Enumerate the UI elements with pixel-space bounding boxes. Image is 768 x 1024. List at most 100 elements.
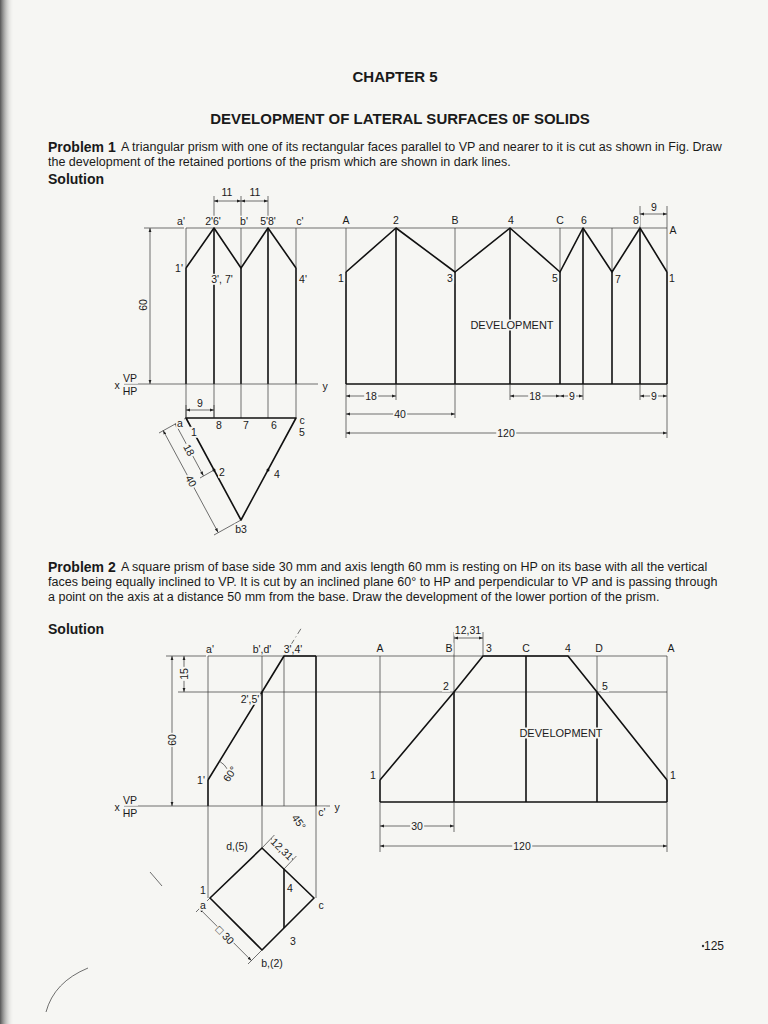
drawing-label: 9 — [650, 202, 658, 213]
p2-top-view-line — [210, 848, 314, 950]
p2-development-line — [454, 632, 455, 656]
p2-top-view-line — [150, 872, 162, 886]
p1-front-view-line — [296, 228, 297, 268]
drawing-label: 12,31 — [454, 625, 482, 636]
p1-development-line — [559, 272, 561, 384]
drawing-label: y — [333, 802, 340, 813]
drawing-label: VP — [122, 795, 138, 806]
drawing-label: 1 — [369, 770, 377, 781]
p2-development-line — [454, 802, 455, 832]
drawing-label: c — [298, 415, 305, 426]
p1-top-view-line — [186, 405, 187, 418]
drawing-label: 18 — [528, 391, 542, 402]
drawing-label: a — [176, 418, 184, 429]
drawing-label: y — [321, 381, 328, 392]
p1-front-view-line — [185, 268, 187, 384]
p1-development-line — [639, 228, 641, 384]
drawing-label: 4' — [298, 274, 308, 285]
p1-development-line — [455, 384, 456, 418]
drawing-label: 5 — [551, 273, 559, 284]
drawing-label: 40 — [393, 409, 407, 420]
drawing-label: 3', 7' — [210, 274, 234, 285]
drawing-label: b3 — [234, 524, 248, 535]
drawing-label: b,(2) — [260, 958, 284, 969]
p2-development-line — [379, 780, 381, 802]
drawing-label: c — [317, 900, 324, 911]
p2-front-view-line — [208, 656, 209, 780]
p1-top-view-line — [175, 424, 203, 476]
p2-top-view-line — [262, 806, 263, 848]
p1-development-line — [640, 214, 667, 215]
drawing-label: 9 — [568, 391, 576, 402]
drawing-label: 6 — [270, 420, 278, 431]
p2-development-line — [666, 780, 668, 802]
p1-development-line — [510, 384, 511, 400]
page-edge-shadow — [0, 0, 14, 1024]
p1-development-line — [640, 384, 641, 400]
development-label: DEVELOPMENT — [469, 320, 554, 331]
drawing-label: 1 — [199, 885, 207, 896]
p2-development-line — [597, 656, 598, 692]
drawing-label: b' — [239, 216, 249, 227]
p2-front-view-line — [262, 656, 263, 692]
p2-development-line — [453, 692, 455, 802]
drawing-label: c' — [317, 807, 326, 818]
drawing-label: a — [199, 900, 207, 911]
drawing-label: 3',4' — [283, 644, 304, 655]
p1-development-line — [346, 383, 667, 385]
drawing-label: 6 — [580, 215, 588, 226]
p2-front-view-line — [208, 656, 667, 657]
p1-front-view-line — [150, 228, 151, 384]
page-title: DEVELOPMENT OF LATERAL SURFACES 0F SOLID… — [210, 111, 589, 126]
drawing-label: 5'8' — [259, 216, 277, 227]
p1-development-line — [455, 228, 456, 272]
drawing-label: 60° — [221, 764, 240, 785]
drawing-label: C — [521, 643, 531, 654]
drawing-label: A — [375, 643, 384, 654]
drawing-label: 1 — [669, 770, 677, 781]
drawing-label: 60 — [167, 733, 178, 747]
p2-development-line — [380, 656, 381, 780]
p1-front-view-line — [186, 228, 296, 268]
p1-development-line — [346, 228, 667, 272]
p1-development-line — [667, 384, 668, 438]
p1-development-line — [666, 272, 668, 384]
p1-top-view-line — [186, 410, 214, 411]
p1-front-view — [124, 196, 667, 384]
drawing-label: 45° — [290, 812, 309, 833]
p1-development-line — [396, 384, 397, 400]
problem-number: Problem 1 — [48, 140, 116, 155]
p1-development-line — [667, 206, 668, 228]
drawing-label: 18 — [364, 391, 378, 402]
drawing-label: □ 30 — [213, 923, 237, 947]
solution-heading: Solution — [48, 622, 104, 637]
chapter-heading: CHAPTER 5 — [352, 69, 437, 84]
drawing-label: 1 — [190, 427, 198, 438]
drawing-label: 120 — [512, 841, 532, 852]
p2-front-view — [124, 627, 667, 806]
p1-development-line — [345, 272, 347, 384]
p1-development-line — [346, 384, 347, 438]
drawing-label: 12,31 — [268, 835, 296, 862]
p2-top-view-line — [283, 869, 285, 928]
drawing-label: 1 — [337, 273, 345, 284]
p2-front-view-line — [178, 692, 667, 693]
p2-top-view-line — [208, 806, 209, 898]
p2-development-line — [454, 638, 483, 639]
p2-front-view-line — [207, 780, 209, 806]
drawing-label: B — [450, 215, 459, 226]
solution-heading: Solution — [48, 172, 104, 187]
p1-front-view-line — [186, 228, 187, 268]
drawing-label: 2'6' — [204, 216, 222, 227]
page-marks-line — [46, 968, 88, 1012]
drawing-label: a' — [205, 644, 215, 655]
p2-development-line — [454, 656, 455, 692]
p2-top-view-line — [316, 806, 317, 898]
drawing-label: 8 — [215, 420, 223, 431]
drawing-label: 2 — [392, 215, 400, 226]
page-marks — [46, 945, 704, 1012]
p1-top-view-line — [214, 384, 215, 418]
drawing-label: 3 — [446, 273, 454, 284]
drawing-label: 8 — [632, 215, 640, 226]
drawing-label: 40 — [183, 472, 199, 489]
